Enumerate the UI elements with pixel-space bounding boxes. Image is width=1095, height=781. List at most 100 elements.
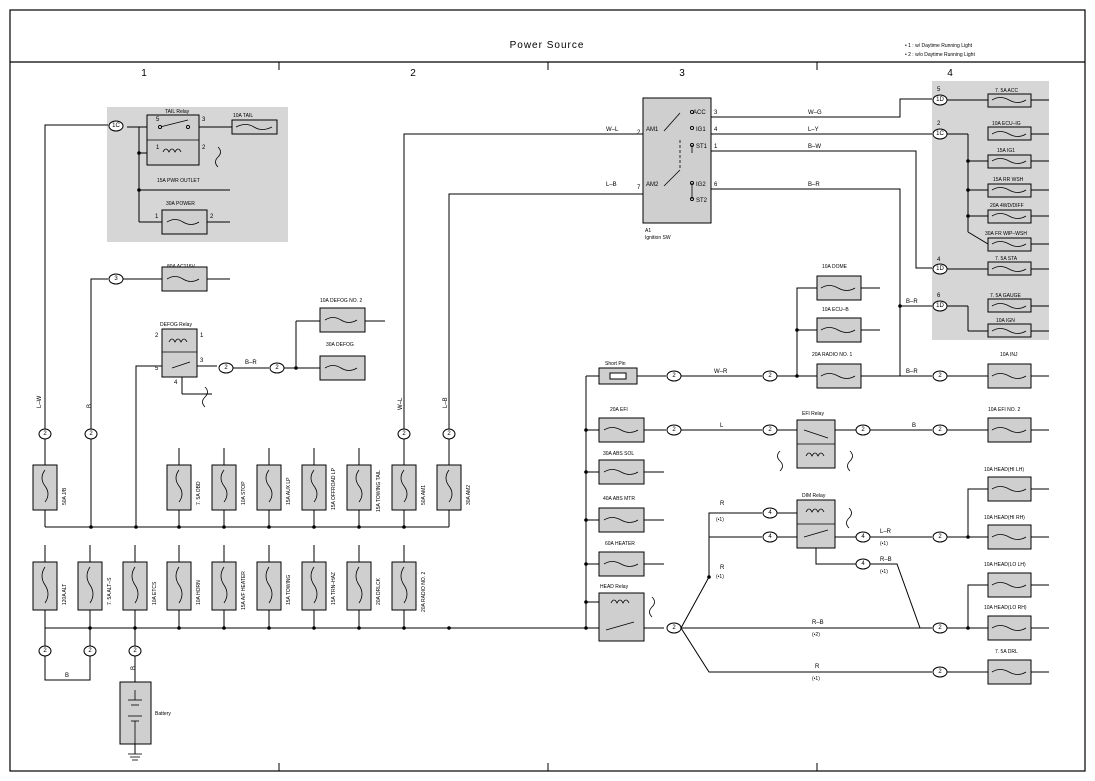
connector-2-c3: 2 (397, 428, 411, 440)
sw-am2: AM2 (646, 182, 659, 188)
svg-text:4: 4 (174, 380, 178, 386)
connector-2-e2: 2 (762, 424, 778, 436)
zone-3: 3 (679, 68, 685, 79)
fuse-af-label: 15A A/F HEATER (241, 571, 247, 610)
wire-rb-label-1: R–B (812, 620, 824, 626)
wire-s1-label-4: (•1) (880, 541, 888, 547)
connector-1c: 1C (108, 120, 124, 132)
connector-1d-b: 1D (932, 263, 948, 275)
wire-s1-label-3: (•1) (812, 676, 820, 682)
fuse-offroad-label: 15A OFFROAD LP (331, 467, 337, 510)
sw-st1: ST1 (696, 144, 708, 150)
svg-text:2: 2 (133, 648, 137, 654)
wire-s1-label-2: (•1) (716, 517, 724, 523)
wire-s1-label-1: (•1) (716, 574, 724, 580)
connector-4-d5: 4 (855, 558, 871, 570)
fuse-etcs-label: 10A ETCS (152, 581, 158, 605)
wire-s2-label: (•2) (812, 632, 820, 638)
fuse-radio2-label: 20A RADIO NO. 2 (421, 571, 427, 612)
wire-l-label: L (720, 423, 724, 429)
svg-text:4: 4 (714, 127, 718, 133)
connector-2-f1: 2 (932, 622, 948, 634)
note-1: • 1 : w/ Daytime Running Light (905, 43, 973, 49)
wire-ly-label: L–Y (808, 127, 819, 133)
fuse-obd-label: 7. 5A OBD (196, 481, 202, 505)
svg-text:4: 4 (768, 510, 772, 516)
fuse-stop-label: 10A STOP (241, 481, 247, 505)
right-fuses (987, 363, 1032, 685)
svg-text:2: 2 (937, 121, 941, 127)
lower-fuse-row (32, 561, 417, 611)
4wd-label: 20A 4WD/DIFF (990, 203, 1024, 209)
note-2: • 2 : w/o Daytime Running Light (905, 52, 975, 58)
ac115v-fuse (161, 266, 208, 292)
drl-label: 7. 5A DRL (995, 649, 1018, 655)
svg-text:2: 2 (202, 145, 206, 151)
svg-text:2: 2 (402, 431, 406, 437)
ignition-switch (642, 97, 712, 224)
connector-2-e1: 2 (666, 424, 682, 436)
connector-2-c4: 2 (442, 428, 456, 440)
wire-wl-label-2: W–L (606, 127, 619, 133)
wire-lb-label-2: L–B (606, 182, 617, 188)
svg-text:1: 1 (156, 145, 160, 151)
svg-text:1D: 1D (936, 266, 944, 272)
power-fuse-label: 30A POWER (166, 201, 195, 207)
wire-wr-label: W–R (714, 369, 728, 375)
connector-1c-b: 1C (932, 128, 948, 140)
svg-text:2: 2 (672, 427, 676, 433)
wire-r-label-3: R (815, 664, 820, 670)
junction-dots (88, 151, 970, 630)
svg-text:4: 4 (937, 257, 941, 263)
connector-2-c2: 2 (84, 428, 98, 440)
wire-lr-label: L–R (880, 529, 892, 535)
wire-s1-label-5: (•1) (880, 569, 888, 575)
svg-text:2: 2 (447, 431, 451, 437)
head-relay (598, 592, 645, 642)
wire-b-label-4: B (912, 423, 916, 429)
svg-text:2: 2 (43, 648, 47, 654)
svg-text:6: 6 (937, 293, 941, 299)
head-lo-rh-label: 10A HEAD(LO RH) (984, 605, 1027, 611)
svg-text:3: 3 (114, 276, 118, 282)
ign-sw-id: A1 (645, 228, 651, 234)
svg-text:2: 2 (938, 625, 942, 631)
wire-wg-label: W–G (808, 110, 822, 116)
sta-label: 7. 5A STA (995, 256, 1018, 262)
tail-relay-label: TAIL Relay (165, 109, 190, 115)
wire-br-label-4: B–R (906, 369, 918, 375)
svg-text:4: 4 (768, 534, 772, 540)
fuse-horn-label: 10A HORN (196, 580, 202, 605)
tail-fuse-label: 10A TAIL (233, 113, 253, 119)
wire-lb-label-1: L–B (443, 397, 449, 408)
svg-text:4: 4 (861, 561, 865, 567)
connector-2-d4: 2 (932, 531, 948, 543)
svg-text:3: 3 (200, 358, 204, 364)
connector-2-e4: 2 (932, 424, 948, 436)
connector-2-b3: 2 (128, 645, 142, 657)
svg-text:1C: 1C (936, 131, 944, 137)
svg-text:2: 2 (210, 214, 214, 220)
defog2-label: 10A DEFOG NO. 2 (320, 298, 362, 304)
efi2-label: 10A EFI NO. 2 (988, 407, 1020, 413)
connector-2b: 2 (269, 362, 285, 374)
fuse-am1-label: 50A AM1 (421, 485, 427, 505)
fuse-alt-s-label: 7. 5A ALT–S (107, 577, 113, 605)
wire-br-label-1: B–R (245, 360, 257, 366)
sw-st2: ST2 (696, 198, 708, 204)
svg-text:2: 2 (224, 365, 228, 371)
svg-text:5: 5 (155, 366, 159, 372)
connector-3: 3 (108, 273, 124, 285)
svg-text:1: 1 (155, 214, 159, 220)
heater-label: 60A HEATER (605, 541, 635, 547)
wire-rb-label-2: R–B (880, 557, 892, 563)
connector-1d-c: 1D (932, 300, 948, 312)
defog-relay-label: DEFOG Relay (160, 322, 192, 328)
ecu-ig-label: 10A ECU–IG (992, 121, 1021, 127)
defog2-fuse (319, 307, 366, 333)
gauge-label: 7. 5A GAUGE (990, 293, 1022, 299)
fuse-am2-label: 30A AM2 (466, 485, 472, 505)
head-relay-label: HEAD Relay (600, 584, 629, 590)
